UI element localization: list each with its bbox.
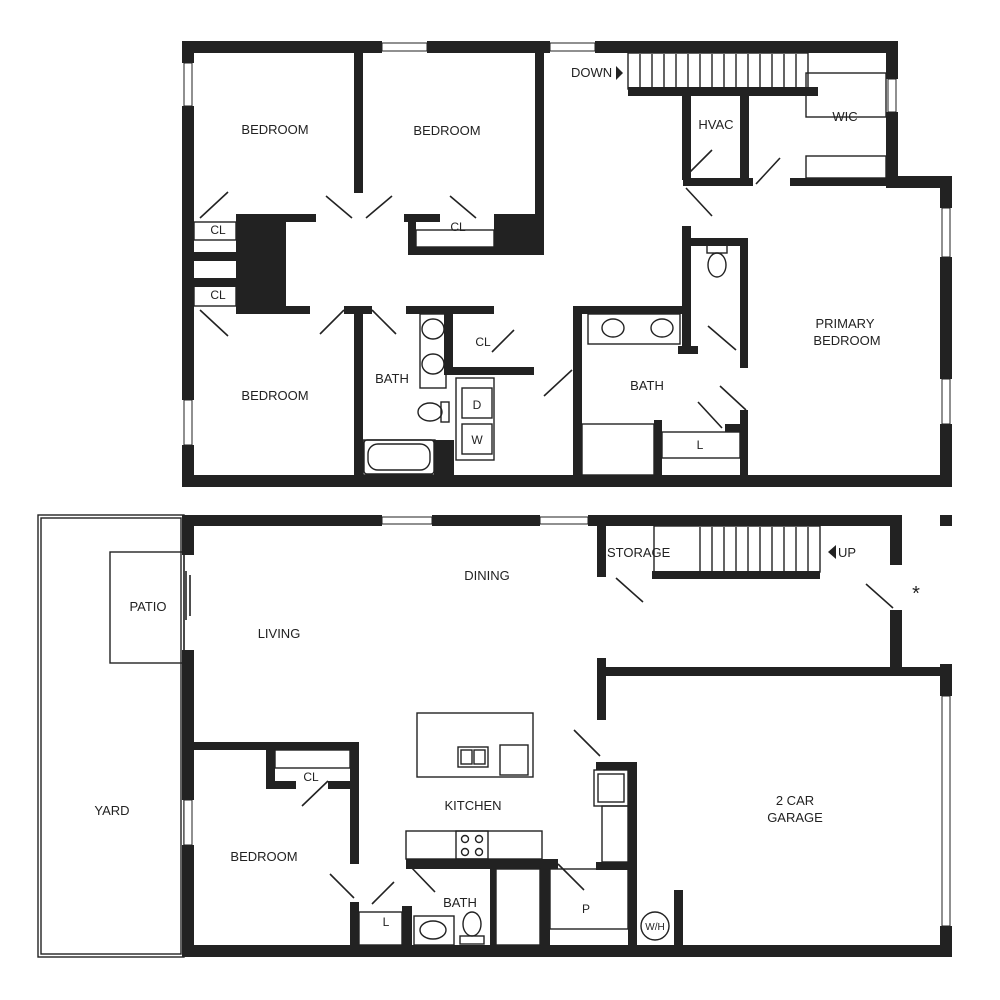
bathtub-icon [363, 439, 435, 475]
water-heater-icon [640, 911, 670, 941]
shower-area [495, 868, 541, 946]
upper-plumbing [363, 244, 728, 475]
closet-label: CL [450, 220, 466, 234]
bedroom-label: BEDROOM [230, 849, 297, 864]
lower-floor: STORAGE DINING PATIO LIVING YARD 2 CAR G… [37, 514, 952, 958]
kitchen-counter [405, 830, 543, 860]
lower-labels: STORAGE DINING PATIO LIVING YARD 2 CAR G… [94, 545, 920, 933]
linen-shelf [358, 911, 403, 946]
closet-label: CL [303, 770, 319, 784]
upper-staircase [627, 52, 809, 90]
arrow-right-icon [616, 66, 623, 80]
upper-interior-walls [194, 53, 890, 475]
lower-doors [185, 571, 894, 905]
linen-label: L [383, 915, 390, 929]
sink-icon [413, 915, 455, 946]
closet-shelf [274, 749, 351, 769]
dining-label: DINING [464, 568, 510, 583]
upper-labels: BEDROOM BEDROOM BEDROOM CL CL CL CL BATH… [210, 65, 880, 452]
arrow-left-icon [828, 545, 836, 559]
lower-windows [183, 516, 951, 927]
sink-icon [421, 318, 445, 340]
upper-doors [199, 149, 781, 429]
upper-fixtures [193, 72, 887, 476]
pantry-label: P [582, 902, 590, 916]
hvac-label: HVAC [698, 117, 733, 132]
washer-label: W [471, 433, 483, 447]
pantry-shelf [549, 868, 629, 930]
bedroom-label: BEDROOM [241, 122, 308, 137]
toilet-icon [459, 911, 485, 945]
water-heater-label: W/H [645, 922, 664, 933]
bath-label: BATH [375, 371, 409, 386]
counter [601, 805, 629, 863]
closet-label: CL [475, 335, 491, 349]
toilet-icon [706, 244, 728, 278]
kitchen-label: KITCHEN [444, 798, 501, 813]
stove-icon [455, 830, 489, 860]
toilet-icon [417, 401, 450, 423]
upper-windows [183, 42, 951, 446]
kitchen-island [416, 712, 534, 778]
garage-label: 2 CAR [776, 793, 814, 808]
sink-icon [650, 318, 674, 338]
linen-label: L [697, 438, 704, 452]
stairs-down-label: DOWN [571, 65, 612, 80]
bedroom-label: BEDROOM [241, 388, 308, 403]
upper-floor: BEDROOM BEDROOM BEDROOM CL CL CL CL BATH… [182, 41, 952, 487]
primary-bedroom-label: PRIMARY [816, 316, 875, 331]
primary-bedroom-label: BEDROOM [813, 333, 880, 348]
lower-fixtures [274, 712, 670, 946]
lower-exterior-walls [182, 515, 952, 957]
closet-label: CL [210, 223, 226, 237]
patio-label: PATIO [129, 599, 166, 614]
sink-icon [421, 353, 445, 375]
bedroom-label: BEDROOM [413, 123, 480, 138]
washer-dryer-icon [461, 387, 493, 455]
garage-label: GARAGE [767, 810, 823, 825]
wic-label: WIC [832, 109, 857, 124]
bath-label: BATH [630, 378, 664, 393]
closet-label: CL [210, 288, 226, 302]
dryer-label: D [473, 398, 482, 412]
sink-icon [457, 746, 489, 768]
sink-icon [601, 318, 625, 338]
asterisk-marker: * [912, 583, 920, 605]
lower-interior-walls [194, 515, 949, 945]
yard-outline [37, 514, 185, 958]
dishwasher-icon [499, 744, 529, 776]
bath-label: BATH [443, 895, 477, 910]
upper-exterior-walls [182, 41, 952, 487]
refrigerator-icon [593, 769, 629, 807]
storage-label: STORAGE [607, 545, 671, 560]
stairs-up-label: UP [838, 545, 856, 560]
lower-staircase [653, 525, 821, 573]
yard-label: YARD [94, 803, 129, 818]
living-label: LIVING [258, 626, 301, 641]
